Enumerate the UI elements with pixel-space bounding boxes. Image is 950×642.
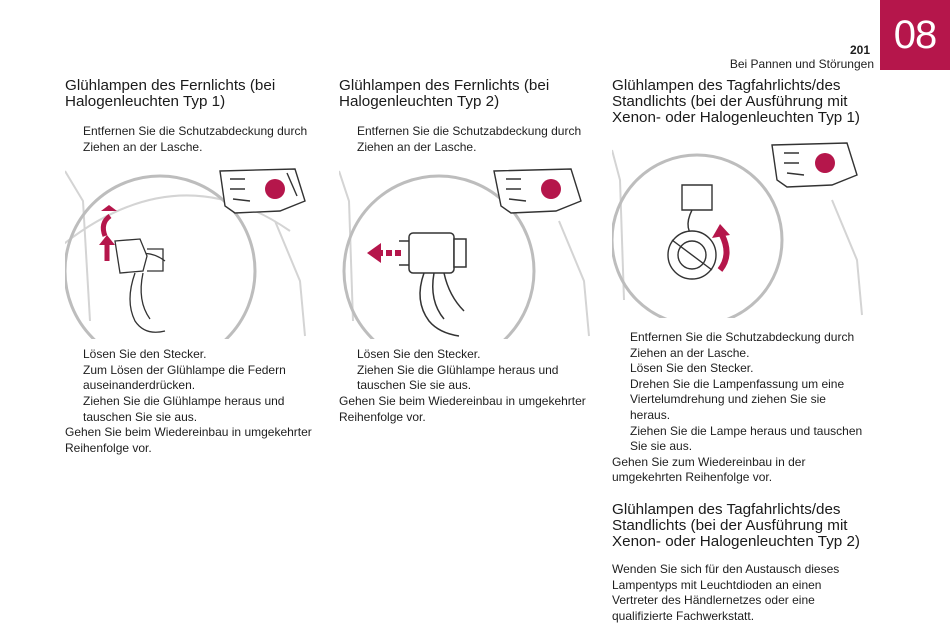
list-item: Zum Lösen der Glühlampe die Federn ausei… [65,363,320,394]
illustration-high-beam-type1 [65,161,320,340]
list-item-text: Drehen Sie die Lampenfassung um eine Vie… [630,376,845,422]
list-item-text: Ziehen Sie die Glühlampe heraus und taus… [357,362,559,393]
list-item-text: Lösen Sie den Stecker. [357,347,481,362]
headlamp-sketch [219,168,306,214]
list-item-text: Ziehen Sie die Glühlampe heraus und taus… [83,393,285,424]
lamp-socket [667,184,717,280]
arrow-head-icon [367,243,381,264]
column-daytime-running-light: Glühlampen des Tagfahrlichts/des Standli… [612,78,867,624]
list-item-text: Lösen Sie den Stecker. [630,361,754,376]
lamp-socket [114,238,166,334]
list-item: Ziehen Sie die Glühlampe heraus und taus… [339,363,594,394]
heading-high-beam-type2: Glühlampen des Fernlichts (bei Halogenle… [339,77,550,110]
list-item: Entfernen Sie die Schutzabdeckung durch … [612,330,867,361]
headlamp-sketch [771,142,858,188]
drl-type2-text: Wenden Sie sich für den Austausch dieses… [612,561,840,623]
list-item: Ziehen Sie die Lampe heraus und tauschen… [612,424,867,455]
bulb-marker-icon [541,179,561,200]
intro-list: Entfernen Sie die Schutzabdeckung durch … [339,124,594,155]
arrow-head-icon [101,205,117,212]
housing-ring [342,174,536,340]
steps-list: Entfernen Sie die Schutzabdeckung durch … [612,330,867,455]
list-item: Lösen Sie den Stecker. [339,347,594,363]
connector-plug [399,232,467,337]
column-high-beam-type2: Glühlampen des Fernlichts (bei Halogenle… [339,78,594,425]
bulb-marker-icon [815,153,835,173]
reassembly-note: Gehen Sie beim Wiedereinbau in umgekehrt… [65,425,312,455]
heading-drl-type1: Glühlampen des Tagfahrlichts/des Standli… [612,77,860,126]
section-title: Bei Pannen und Störungen [729,57,874,71]
arrow-rotate-icon [717,233,730,272]
housing-ring [612,153,784,318]
bulb-marker-icon [265,179,285,200]
intro-list: Entfernen Sie die Schutzabdeckung durch … [65,124,320,155]
illustration-high-beam-type2 [339,161,594,340]
list-item-text: Entfernen Sie die Schutzabdeckung durch … [630,330,855,360]
list-item-text: Zum Lösen der Glühlampe die Federn ausei… [83,362,286,393]
arrow-head-icon [712,224,730,238]
list-item: Ziehen Sie die Glühlampe heraus und taus… [65,394,320,425]
list-item-text: Entfernen Sie die Schutzabdeckung durch … [357,124,582,154]
list-item: Entfernen Sie die Schutzabdeckung durch … [65,124,320,155]
heading-drl-type2: Glühlampen des Tagfahrlichts/des Standli… [612,500,860,550]
heading-high-beam-type1: Glühlampen des Fernlichts (bei Halogenle… [65,77,276,110]
chapter-tab: 08 [880,0,950,70]
list-item: Drehen Sie die Lampenfassung um eine Vie… [612,377,867,424]
steps-list: Lösen Sie den Stecker. Ziehen Sie die Gl… [339,347,594,394]
illustration-drl-type1 [612,140,867,318]
list-item: Lösen Sie den Stecker. [612,361,867,377]
arrow-head-icon [99,235,115,246]
headlamp-sketch [493,168,582,214]
steps-list: Lösen Sie den Stecker. Zum Lösen der Glü… [65,347,320,425]
column-high-beam-type1: Glühlampen des Fernlichts (bei Halogenle… [65,78,320,456]
arrow-rotate-icon [100,214,112,238]
list-item-text: Lösen Sie den Stecker. [83,347,207,362]
housing-ring [65,174,257,340]
list-item: Lösen Sie den Stecker. [65,347,320,363]
reassembly-note: Gehen Sie beim Wiedereinbau in umgekehrt… [339,393,586,424]
list-item: Entfernen Sie die Schutzabdeckung durch … [339,124,594,155]
list-item-text: Entfernen Sie die Schutzabdeckung durch … [83,124,308,154]
list-item-text: Ziehen Sie die Lampe heraus und tauschen… [630,423,863,454]
reassembly-note: Gehen Sie zum Wiedereinbau in der umgeke… [612,454,806,485]
page-number: 201 [849,43,870,57]
